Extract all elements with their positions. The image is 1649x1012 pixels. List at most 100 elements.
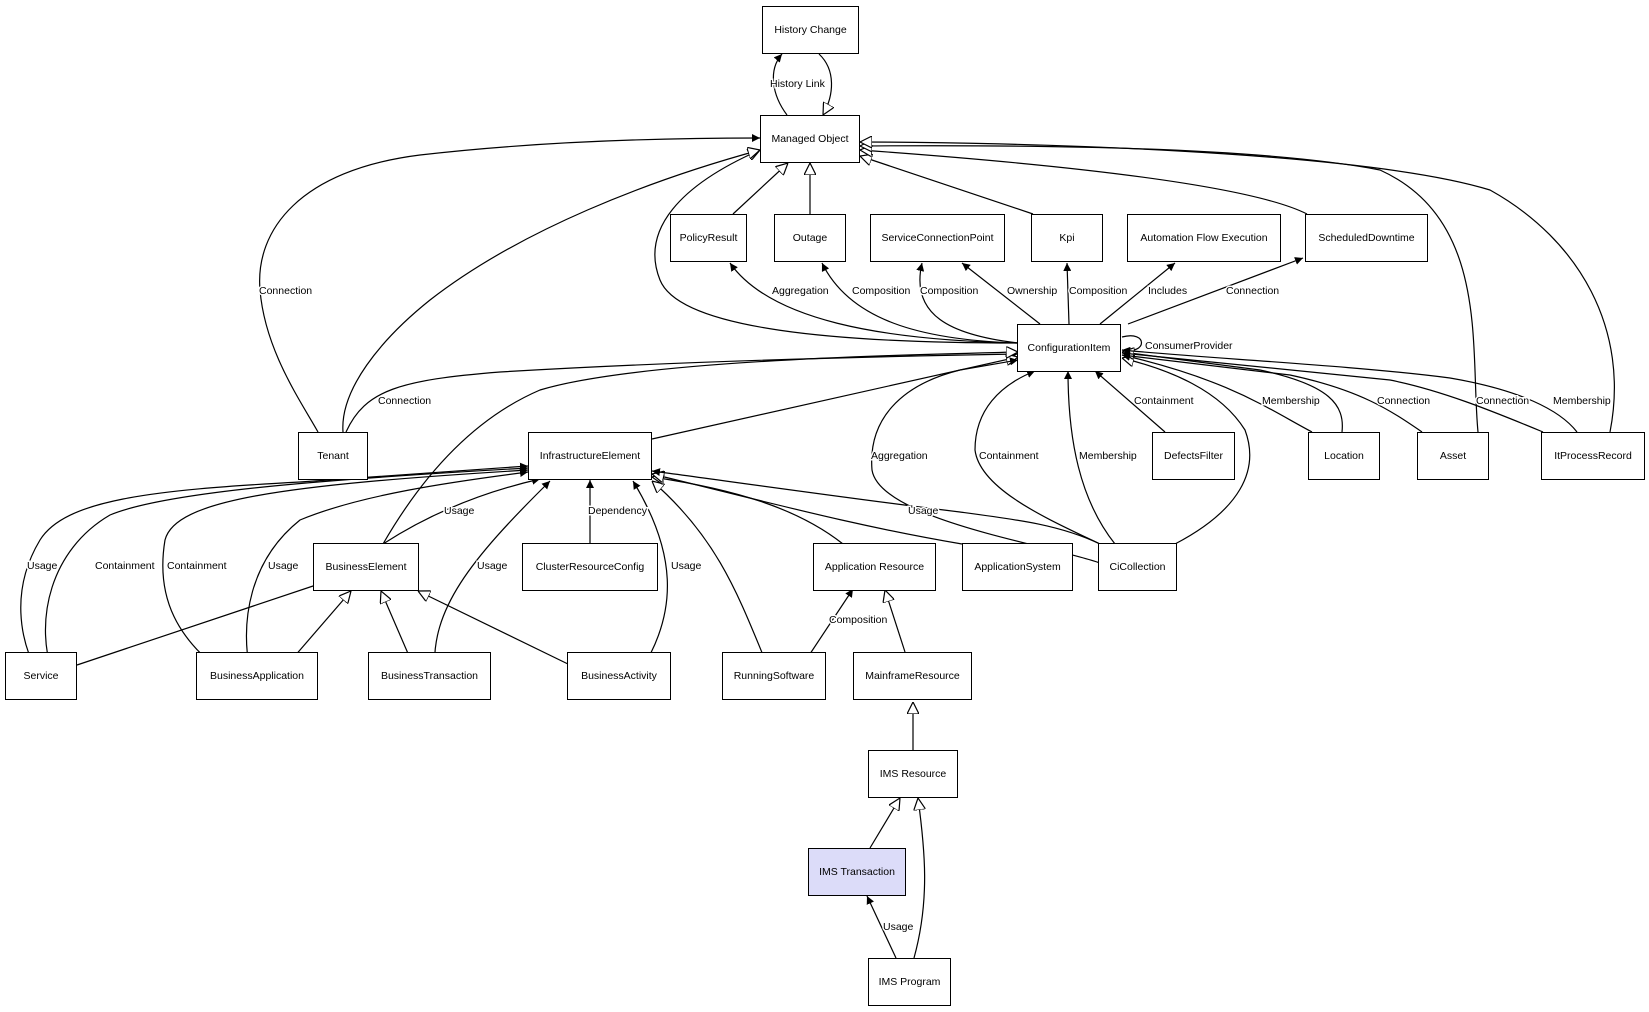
edge-policyresult-gen	[732, 163, 788, 215]
label-ci-includes-afe: Includes	[1148, 285, 1187, 297]
edge-imsprog-ims-gen	[914, 798, 925, 959]
label-asset-connection: Connection	[1377, 395, 1430, 407]
node-ims-program[interactable]: IMS Program	[868, 958, 951, 1006]
edge-cicoll-ie-usage	[651, 468, 1101, 545]
edge-ba-ie-usage	[245, 469, 529, 673]
node-cluster-resource-config[interactable]: ClusterResourceConfig	[522, 543, 658, 591]
edge-cicoll-gen	[1122, 358, 1251, 545]
label-service-usage: Usage	[27, 560, 58, 572]
label-itpr-connection: Connection	[1476, 395, 1529, 407]
node-business-application[interactable]: BusinessApplication	[196, 652, 318, 700]
label-itpr-membership: Membership	[1553, 395, 1611, 407]
edge-defects-containment	[1094, 370, 1166, 433]
edge-location-membership	[1121, 352, 1313, 433]
label-cicoll-usage: Usage	[908, 505, 939, 517]
label-cicoll-membership: Membership	[1079, 450, 1137, 462]
edge-imsprog-imstx-usage	[866, 895, 897, 959]
node-it-process-record[interactable]: ItProcessRecord	[1541, 432, 1645, 480]
edge-history-link	[772, 53, 788, 116]
node-scheduled-downtime[interactable]: ScheduledDowntime	[1305, 214, 1428, 262]
label-be-usage: Usage	[444, 505, 475, 517]
label-cicoll-containment: Containment	[979, 450, 1039, 462]
edge-cicoll-membership	[1064, 370, 1116, 545]
edge-imstx-ims-gen	[869, 798, 900, 849]
edge-kpi-gen	[860, 156, 1034, 215]
label-ci-aggregation-policy: Aggregation	[772, 285, 829, 297]
node-service[interactable]: Service	[5, 652, 77, 700]
node-configuration-item[interactable]: ConfigurationItem	[1017, 324, 1121, 372]
node-business-transaction[interactable]: BusinessTransaction	[368, 652, 491, 700]
edge-service-ie-containment	[44, 464, 529, 673]
node-business-element[interactable]: BusinessElement	[313, 543, 419, 591]
node-business-activity[interactable]: BusinessActivity	[567, 652, 671, 700]
label-cicoll-aggregation: Aggregation	[871, 450, 928, 462]
edge-service-ie-usage	[20, 462, 529, 673]
label-ba-usage: Usage	[268, 560, 299, 572]
label-defects-containment: Containment	[1134, 395, 1194, 407]
edge-ba-ie-containment	[162, 466, 529, 673]
edge-ci-scp-ownership	[961, 262, 1041, 325]
node-ci-collection[interactable]: CiCollection	[1098, 543, 1177, 591]
edge-tenant-ci	[345, 350, 1019, 433]
edge-ci-kpi	[1063, 262, 1072, 325]
label-ci-composition-kpi: Composition	[1069, 285, 1128, 297]
node-ims-transaction[interactable]: IMS Transaction	[808, 848, 906, 896]
edge-rs-ie-gen	[652, 481, 771, 673]
edge-ci-self	[1121, 335, 1142, 356]
label-ba-containment: Containment	[167, 560, 227, 572]
node-ims-resource[interactable]: IMS Resource	[868, 750, 958, 798]
node-application-resource[interactable]: Application Resource	[813, 543, 936, 591]
node-managed-object[interactable]: Managed Object	[760, 115, 860, 163]
edge-tenant-connection	[259, 134, 761, 433]
edge-ci-scp-composition	[916, 262, 1019, 344]
edge-ci-sd	[1127, 257, 1304, 325]
node-application-system[interactable]: ApplicationSystem	[962, 543, 1073, 591]
edge-be-ci-gen	[382, 352, 1018, 545]
label-service-containment: Containment	[95, 560, 155, 572]
edge-cicoll-containment	[974, 370, 1101, 545]
label-tenant-mo-connection: Connection	[259, 285, 312, 297]
node-defects-filter[interactable]: DefectsFilter	[1152, 432, 1235, 480]
node-infrastructure-element[interactable]: InfrastructureElement	[528, 432, 652, 480]
edge-service-be-gen	[76, 581, 328, 666]
node-outage[interactable]: Outage	[774, 214, 846, 262]
label-ims-program-usage: Usage	[883, 921, 914, 933]
edge-history-change-generalization	[818, 53, 832, 115]
node-mainframe-resource[interactable]: MainframeResource	[853, 652, 972, 700]
label-ci-composition-outage: Composition	[852, 285, 911, 297]
node-running-software[interactable]: RunningSoftware	[722, 652, 826, 700]
edge-ci-afe	[1099, 262, 1176, 325]
node-kpi[interactable]: Kpi	[1031, 214, 1103, 262]
node-location[interactable]: Location	[1308, 432, 1380, 480]
label-ci-consumer-provider: ConsumerProvider	[1145, 340, 1233, 352]
node-tenant[interactable]: Tenant	[298, 432, 368, 480]
edge-itprocess-gen	[860, 142, 1615, 433]
label-location-membership: Membership	[1262, 395, 1320, 407]
node-policy-result[interactable]: PolicyResult	[670, 214, 747, 262]
edge-be-ie-usage	[382, 476, 541, 545]
edge-bact-ie-usage	[632, 480, 669, 673]
label-crc-dependency: Dependency	[588, 505, 648, 517]
node-asset[interactable]: Asset	[1417, 432, 1489, 480]
edge-mr-ar-gen	[885, 590, 906, 653]
label-ci-composition-scp: Composition	[920, 285, 979, 297]
edge-ar-ie-gen	[652, 477, 844, 545]
edge-scheduleddowntime-gen	[860, 150, 1308, 215]
label-ci-connection-sd: Connection	[1226, 285, 1279, 297]
label-history-link: History Link	[770, 78, 826, 90]
edge-tenant-gen	[342, 150, 760, 433]
edge-itpr-connection	[1121, 349, 1544, 433]
node-history-change[interactable]: History Change	[762, 6, 859, 54]
label-ci-ownership-scp: Ownership	[1007, 285, 1057, 297]
label-bact-usage: Usage	[671, 560, 702, 572]
edge-itpr-membership	[1121, 346, 1578, 433]
node-automation-flow-execution[interactable]: Automation Flow Execution	[1127, 214, 1281, 262]
edge-bact-be-gen	[418, 591, 571, 666]
edge-as-ie-gen	[652, 474, 963, 545]
label-bt-usage: Usage	[477, 560, 508, 572]
node-service-connection-point[interactable]: ServiceConnectionPoint	[870, 214, 1005, 262]
edge-ci-policyresult	[729, 262, 1019, 344]
label-tenant-ci-connection: Connection	[378, 395, 431, 407]
label-rs-composition: Composition	[829, 614, 888, 626]
